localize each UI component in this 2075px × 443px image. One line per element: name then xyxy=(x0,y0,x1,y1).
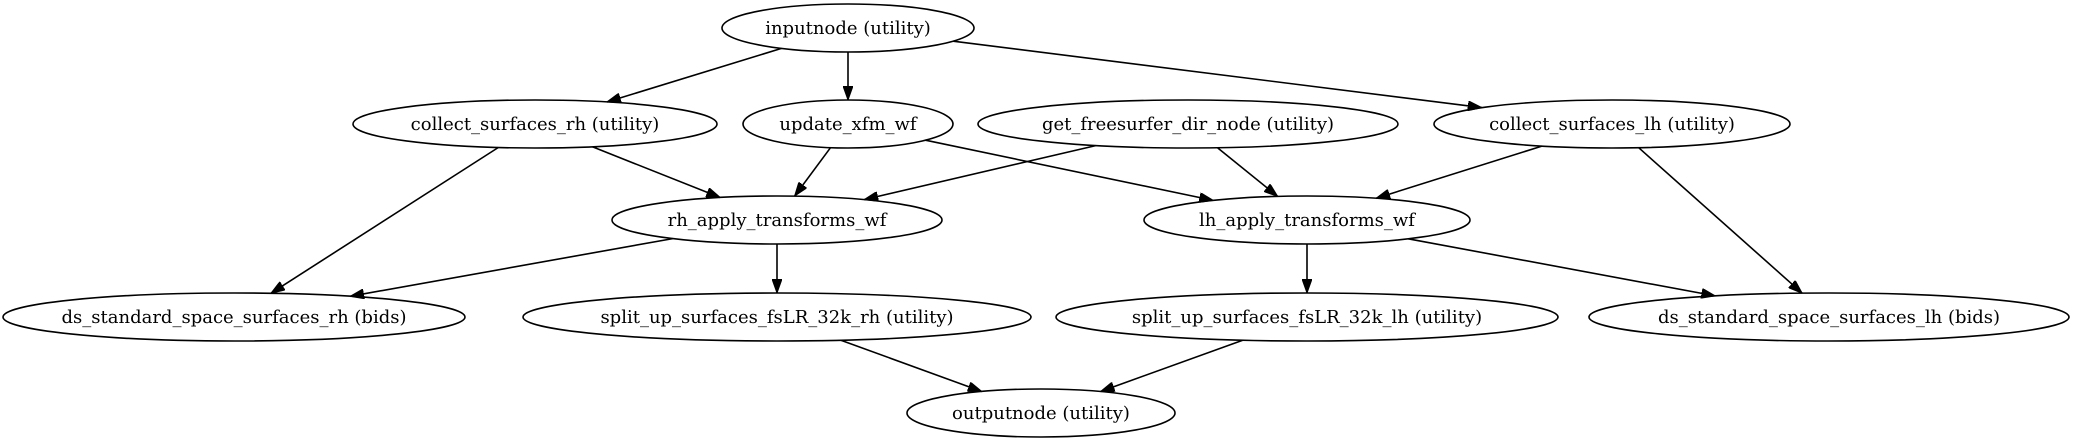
node-ellipse xyxy=(721,3,975,53)
edge-update_xfm_wf-to-lh_apply_transforms_wf xyxy=(925,139,1214,200)
node-collect-surfaces-lh[interactable]: collect_surfaces_lh (utility) xyxy=(1433,99,1791,149)
node-rh-apply-transforms-wf[interactable]: rh_apply_transforms_wf xyxy=(611,195,943,245)
edge-collect_surfaces_rh-to-rh_apply_transforms_wf xyxy=(592,146,720,199)
edge-line xyxy=(1376,145,1543,198)
edge-line xyxy=(1216,147,1278,197)
nodes-layer: inputnode (utility) collect_surfaces_rh … xyxy=(2,3,2070,438)
node-ellipse xyxy=(1588,292,2070,342)
edge-get_freesurfer_dir_node-to-rh_apply_transforms_wf xyxy=(864,144,1096,200)
node-outputnode[interactable]: outputnode (utility) xyxy=(906,388,1176,438)
edge-line xyxy=(271,146,499,294)
node-label: split_up_surfaces_fsLR_32k_lh (utility) xyxy=(1132,307,1482,328)
edge-split_up_surfaces_fsLR_32k_lh-to-outputnode xyxy=(1101,339,1243,393)
node-lh-apply-transforms-wf[interactable]: lh_apply_transforms_wf xyxy=(1143,195,1471,245)
edge-line xyxy=(350,237,673,297)
node-label: rh_apply_transforms_wf xyxy=(668,210,888,231)
edge-update_xfm_wf-to-rh_apply_transforms_wf xyxy=(795,147,832,196)
node-ds-standard-space-surfaces-rh[interactable]: ds_standard_space_surfaces_rh (bids) xyxy=(2,292,466,342)
node-ellipse xyxy=(742,99,954,149)
edge-line xyxy=(840,339,982,393)
node-ellipse xyxy=(352,99,718,149)
edge-line xyxy=(1408,238,1715,296)
node-inputnode[interactable]: inputnode (utility) xyxy=(721,3,975,53)
node-label: collect_surfaces_lh (utility) xyxy=(1489,114,1735,135)
node-collect-surfaces-rh[interactable]: collect_surfaces_rh (utility) xyxy=(352,99,718,149)
node-ellipse xyxy=(1055,292,1559,342)
node-ds-standard-space-surfaces-lh[interactable]: ds_standard_space_surfaces_lh (bids) xyxy=(1588,292,2070,342)
edge-line xyxy=(1638,147,1803,294)
edge-inputnode-to-collect_surfaces_rh xyxy=(607,47,782,102)
node-label: lh_apply_transforms_wf xyxy=(1199,210,1416,231)
edge-get_freesurfer_dir_node-to-lh_apply_transforms_wf xyxy=(1216,147,1278,197)
edge-collect_surfaces_rh-to-ds_standard_space_surfaces_rh xyxy=(271,146,499,294)
node-split-up-surfaces-fslr-32k-lh[interactable]: split_up_surfaces_fsLR_32k_lh (utility) xyxy=(1055,292,1559,342)
node-ellipse xyxy=(906,388,1176,438)
edge-collect_surfaces_lh-to-ds_standard_space_surfaces_lh xyxy=(1638,147,1803,294)
node-ellipse xyxy=(1433,99,1791,149)
node-get-freesurfer-dir-node[interactable]: get_freesurfer_dir_node (utility) xyxy=(977,99,1399,149)
edge-collect_surfaces_lh-to-lh_apply_transforms_wf xyxy=(1376,145,1543,198)
node-update-xfm-wf[interactable]: update_xfm_wf xyxy=(742,99,954,149)
node-ellipse xyxy=(522,292,1032,342)
edge-line xyxy=(953,40,1482,107)
edge-line xyxy=(592,146,720,199)
node-label: split_up_surfaces_fsLR_32k_rh (utility) xyxy=(600,307,953,328)
node-label: get_freesurfer_dir_node (utility) xyxy=(1042,114,1334,135)
node-ellipse xyxy=(2,292,466,342)
edge-line xyxy=(607,47,782,102)
edge-inputnode-to-collect_surfaces_lh xyxy=(953,40,1482,107)
edges-layer xyxy=(271,40,1803,393)
node-label: ds_standard_space_surfaces_rh (bids) xyxy=(62,307,407,328)
node-label: ds_standard_space_surfaces_lh (bids) xyxy=(1658,307,2000,328)
node-split-up-surfaces-fslr-32k-rh[interactable]: split_up_surfaces_fsLR_32k_rh (utility) xyxy=(522,292,1032,342)
edge-line xyxy=(795,147,832,196)
edge-line xyxy=(1101,339,1243,393)
node-ellipse xyxy=(1143,195,1471,245)
edge-line xyxy=(864,144,1096,200)
node-label: outputnode (utility) xyxy=(952,403,1130,424)
edge-rh_apply_transforms_wf-to-ds_standard_space_surfaces_rh xyxy=(350,237,673,297)
edge-line xyxy=(925,139,1214,200)
edge-lh_apply_transforms_wf-to-ds_standard_space_surfaces_lh xyxy=(1408,238,1715,296)
node-ellipse xyxy=(611,195,943,245)
edge-split_up_surfaces_fsLR_32k_rh-to-outputnode xyxy=(840,339,982,393)
node-label: collect_surfaces_rh (utility) xyxy=(411,114,660,135)
node-label: inputnode (utility) xyxy=(765,18,931,39)
node-ellipse xyxy=(977,99,1399,149)
node-label: update_xfm_wf xyxy=(779,114,918,135)
